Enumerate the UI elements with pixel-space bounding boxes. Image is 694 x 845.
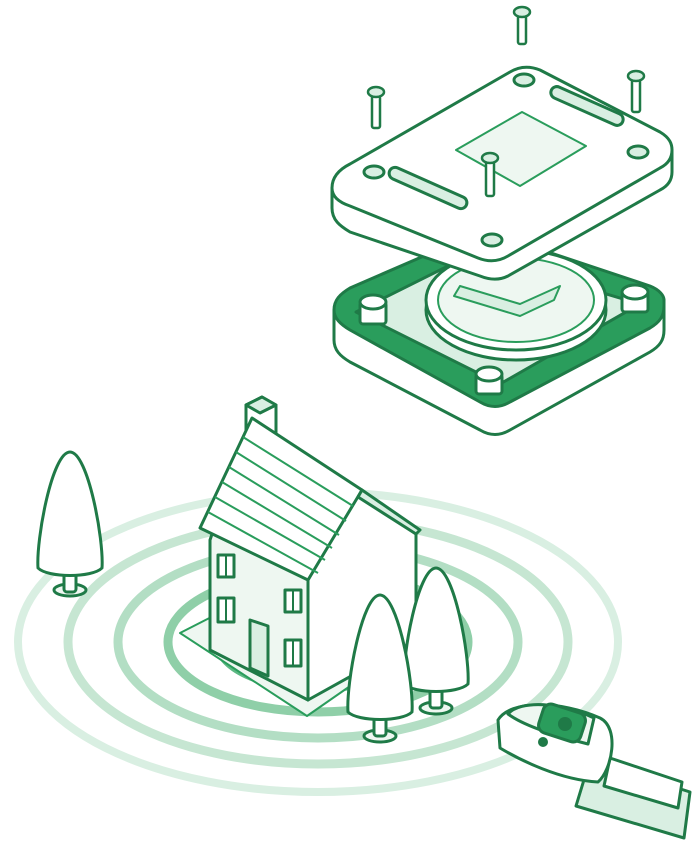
device-lid-icon (332, 67, 672, 279)
wristband-icon (498, 702, 690, 838)
tree-icon (38, 452, 102, 596)
